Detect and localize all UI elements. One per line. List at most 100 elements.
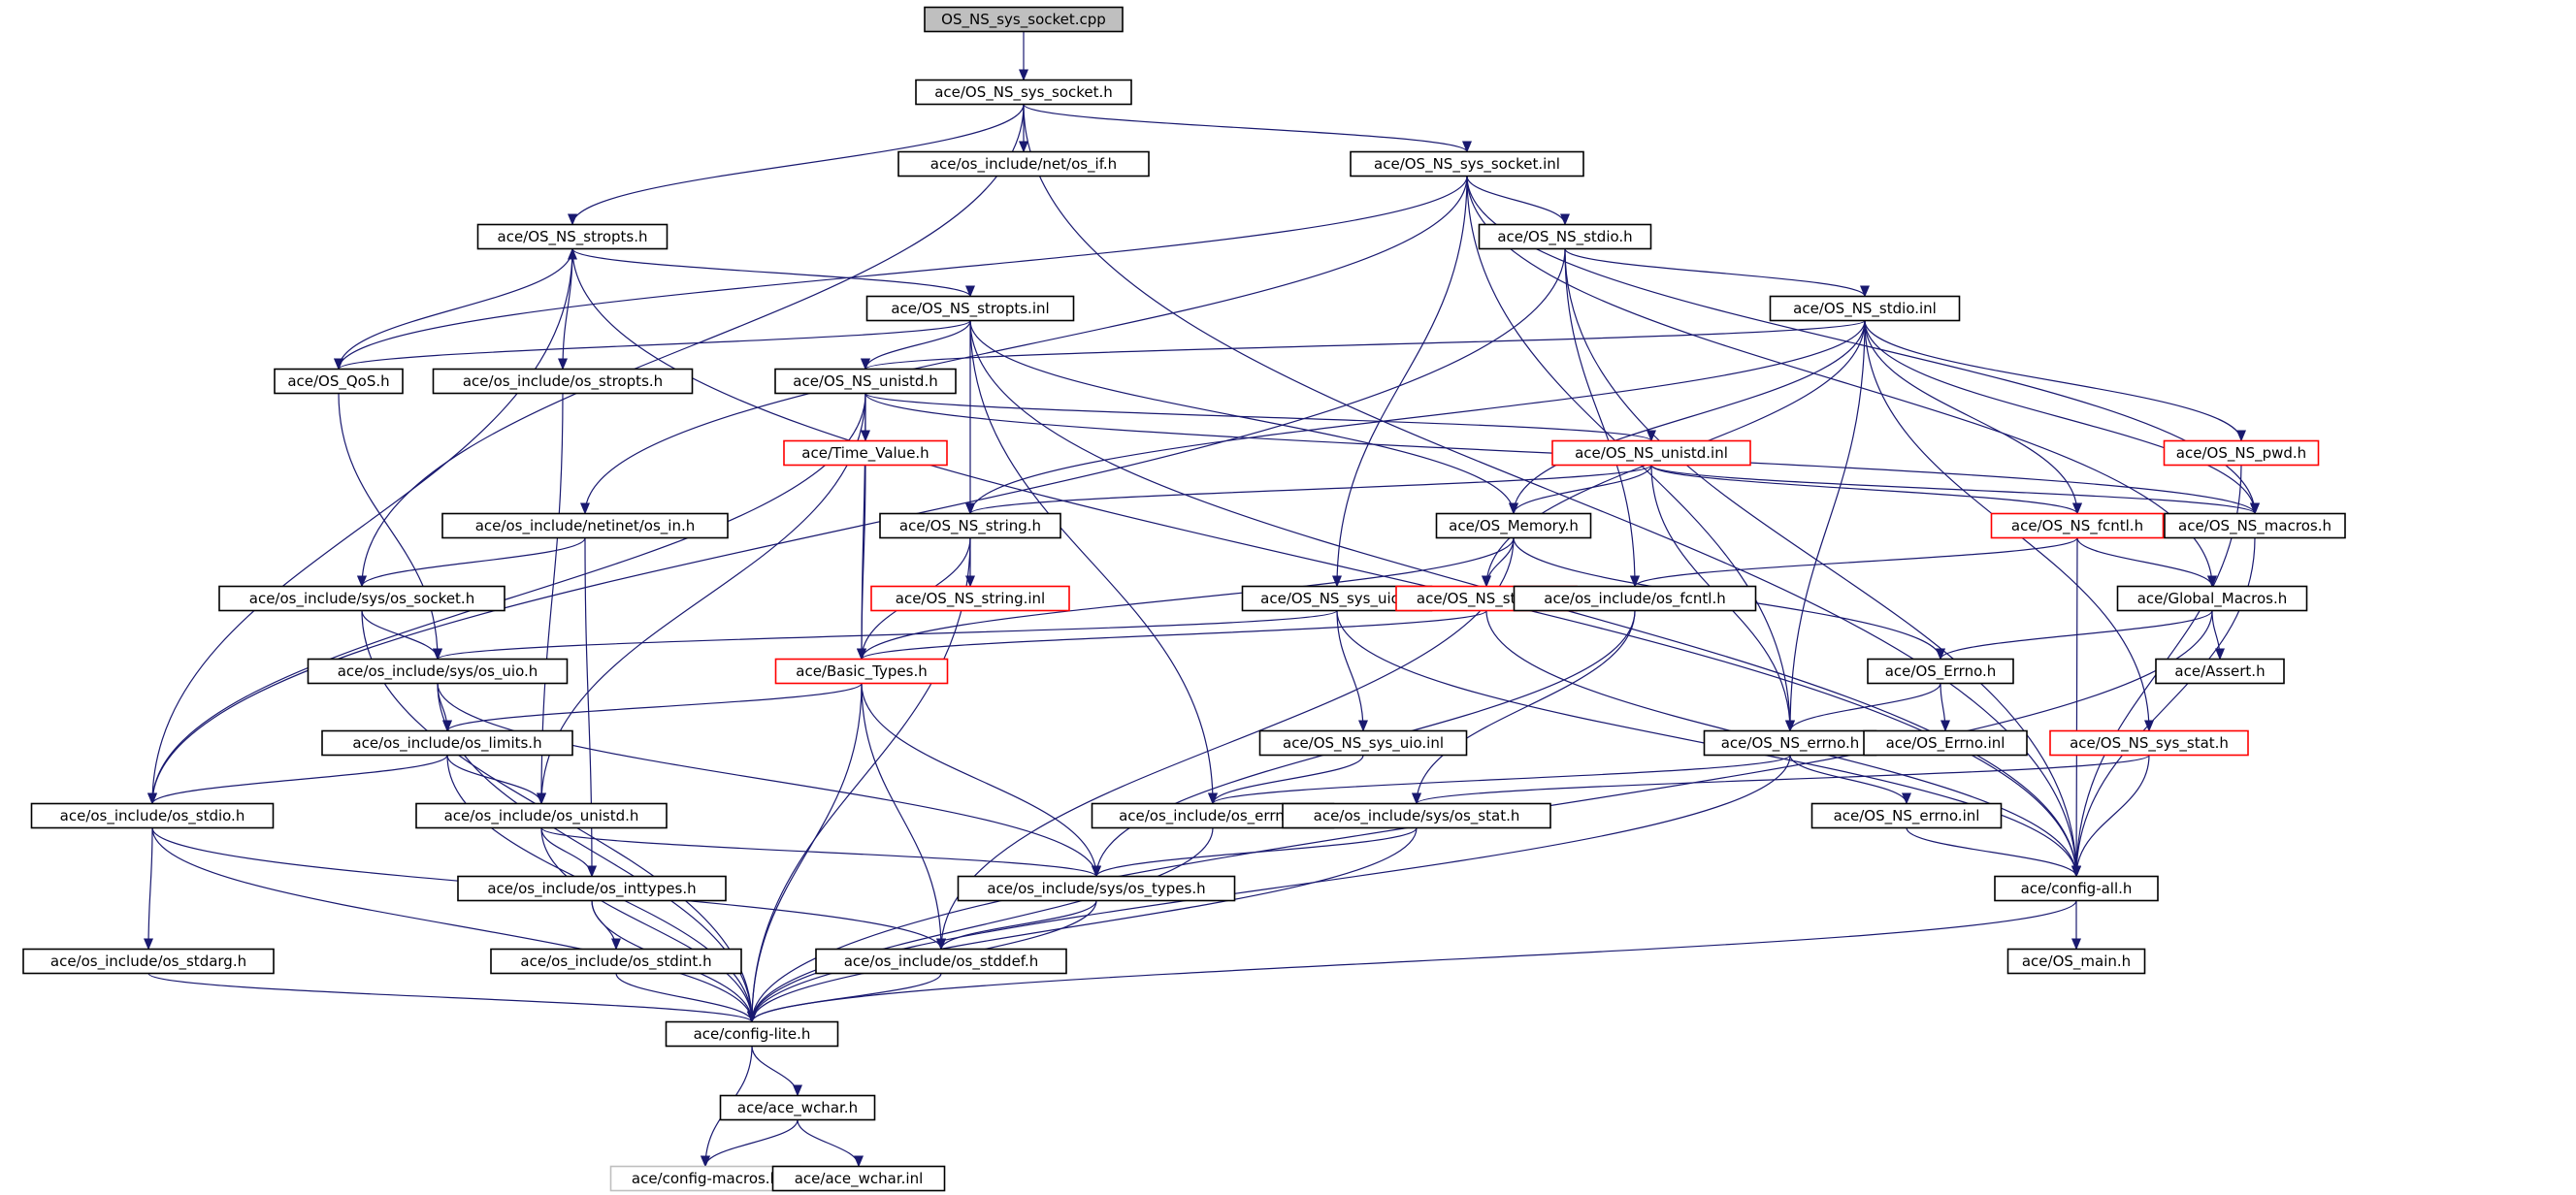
node-ace-os-ns-errno-h[interactable]: ace/OS_NS_errno.h [1703,729,1877,757]
node-ace-os-include-sys-os-types-h[interactable]: ace/os_include/sys/os_types.h [957,875,1236,902]
node-box [870,585,1070,612]
edge-n7-n16 [1509,320,1866,515]
node-ace-assert-h[interactable]: ace/Assert.h [2155,658,2285,685]
node-ace-basic-types-h[interactable]: ace/Basic_Types.h [774,658,949,685]
node-ace-os-include-sys-os-socket-h[interactable]: ace/os_include/sys/os_socket.h [218,585,505,612]
node-ace-os-ns-fcntl-h[interactable]: ace/OS_NS_fcntl.h [1990,512,2165,539]
node-label: ace/OS_NS_macros.h [2178,517,2331,535]
node-label: ace/OS_NS_string.inl [896,590,1045,608]
node-label: ace/ace_wchar.h [737,1099,858,1117]
node-ace-os-include-os-stdio-h[interactable]: ace/os_include/os_stdio.h [30,802,275,829]
node-ace-os-include-os-fcntl-h[interactable]: ace/os_include/os_fcntl.h [1513,585,1757,612]
node-ace-os-ns-stdio-h[interactable]: ace/OS_NS_stdio.h [1478,223,1652,250]
node-label: ace/config-all.h [2021,880,2133,897]
edge-n36-n46 [747,827,1214,1023]
node-ace-config-all-h[interactable]: ace/config-all.h [1994,875,2159,902]
edge-n8-n25 [338,393,442,661]
node-ace-global-macros-h[interactable]: ace/Global_Macros.h [2116,585,2308,612]
node-ace-os-include-os-limits-h[interactable]: ace/os_include/os_limits.h [321,729,573,757]
edge-n1-n4 [568,104,1025,226]
node-ace-ace-wchar-h[interactable]: ace/ace_wchar.h [719,1094,876,1121]
node-ace-time-value-h[interactable]: ace/Time_Value.h [783,439,948,467]
node-label: ace/os_include/os_stropts.h [463,372,663,391]
edge-n7-n31 [1785,320,1866,732]
node-ace-os-ns-pwd-h[interactable]: ace/OS_NS_pwd.h [2163,439,2320,467]
edge-n29-n34 [147,755,448,805]
edge-n16-n22 [1482,537,1515,588]
node-label: ace/OS_NS_fcntl.h [2011,517,2143,535]
node-ace-os-ns-macros-h[interactable]: ace/OS_NS_macros.h [2164,512,2346,539]
node-box [1994,875,2159,902]
edge-n3-n21 [1332,176,1468,588]
node-os-ns-sys-socket-cpp[interactable]: OS_NS_sys_socket.cpp [924,6,1124,33]
edge-n17-n41 [2071,537,2082,878]
node-ace-os-include-os-stdarg-h[interactable]: ace/os_include/os_stdarg.h [22,948,275,975]
edge-n25-n40 [437,683,1101,878]
node-ace-os-include-os-stropts-h[interactable]: ace/os_include/os_stropts.h [432,368,694,395]
edge-n4-n34 [147,248,573,805]
node-label: ace/os_include/sys/os_socket.h [249,590,474,608]
node-ace-os-errno-inl[interactable]: ace/OS_Errno.inl [1863,729,2028,757]
node-ace-os-ns-sys-socket-h[interactable]: ace/OS_NS_sys_socket.h [915,79,1132,106]
node-label: ace/os_include/os_fcntl.h [1544,590,1725,608]
node-ace-os-errno-h[interactable]: ace/OS_Errno.h [1867,658,2014,685]
node-label: ace/os_include/os_errno.h [1119,807,1307,825]
node-ace-os-include-sys-os-stat-h[interactable]: ace/os_include/sys/os_stat.h [1282,802,1551,829]
edge-n17-n23 [1630,536,2078,588]
node-ace-os-ns-errno-inl[interactable]: ace/OS_NS_errno.inl [1810,802,2003,829]
edge-n38-n41 [1906,827,2081,878]
node-ace-os-include-os-stdint-h[interactable]: ace/os_include/os_stdint.h [490,948,742,975]
node-ace-os-qos-h[interactable]: ace/OS_QoS.h [274,368,404,395]
node-ace-os-include-os-inttypes-h[interactable]: ace/os_include/os_inttypes.h [457,875,727,902]
node-box [2164,512,2346,539]
node-box [22,948,275,975]
edge-n7-n10 [861,319,1866,371]
node-ace-os-ns-stdio-inl[interactable]: ace/OS_NS_stdio.inl [1769,295,1961,322]
node-label: ace/OS_NS_stdio.h [1497,228,1632,246]
node-ace-os-ns-stropts-h[interactable]: ace/OS_NS_stropts.h [476,223,668,250]
edge-n24-n28 [2211,610,2225,661]
node-ace-os-memory-h[interactable]: ace/OS_Memory.h [1435,512,1592,539]
node-ace-os-include-netinet-os-in-h[interactable]: ace/os_include/netinet/os_in.h [441,512,729,539]
node-ace-config-macros-h[interactable]: ace/config-macros.h [609,1165,801,1192]
edge-n27-n31 [1785,683,1941,732]
node-label: ace/OS_Errno.inl [1886,734,2005,753]
edge-n1-n41 [1023,104,2081,878]
edge-n19-n25 [361,610,442,661]
node-box [441,512,729,539]
node-ace-os-include-os-stddef-h[interactable]: ace/os_include/os_stddef.h [815,948,1067,975]
node-ace-os-include-net-os-if-h[interactable]: ace/os_include/net/os_if.h [897,150,1150,178]
node-box [879,512,1061,539]
node-ace-config-lite-h[interactable]: ace/config-lite.h [665,1020,839,1048]
node-label: ace/os_include/os_stddef.h [844,953,1039,971]
node-box [321,729,573,757]
node-box [476,223,668,250]
node-ace-os-ns-unistd-inl[interactable]: ace/OS_NS_unistd.inl [1551,439,1751,467]
node-box [1435,512,1592,539]
node-label: ace/OS_NS_errno.inl [1834,807,1980,825]
node-ace-os-main-h[interactable]: ace/OS_main.h [2006,948,2146,975]
edge-n37-n40 [1092,827,1418,878]
node-ace-os-ns-sys-stat-h[interactable]: ace/OS_NS_sys_stat.h [2049,729,2249,757]
node-ace-os-ns-string-inl[interactable]: ace/OS_NS_string.inl [870,585,1070,612]
node-ace-os-include-sys-os-uio-h[interactable]: ace/os_include/sys/os_uio.h [307,658,569,685]
node-ace-os-ns-sys-socket-inl[interactable]: ace/OS_NS_sys_socket.inl [1350,150,1584,178]
node-label: ace/os_include/netinet/os_in.h [475,517,696,535]
node-box [2116,585,2308,612]
edge-n33-n41 [2071,755,2150,878]
edge-n6-n10 [861,320,971,371]
node-ace-os-ns-string-h[interactable]: ace/OS_NS_string.h [879,512,1061,539]
node-label: ace/OS_NS_sys_uio.h [1260,590,1414,608]
edge-n23-n37 [1412,610,1636,805]
node-ace-os-ns-stropts-inl[interactable]: ace/OS_NS_stropts.inl [865,295,1075,322]
node-ace-os-ns-unistd-h[interactable]: ace/OS_NS_unistd.h [774,368,957,395]
node-box [1282,802,1551,829]
node-box [307,658,569,685]
node-ace-os-ns-sys-uio-inl[interactable]: ace/OS_NS_sys_uio.inl [1258,729,1468,757]
edge-n33-n37 [1412,754,2150,805]
node-ace-os-include-os-unistd-h[interactable]: ace/os_include/os_unistd.h [415,802,668,829]
node-label: ace/Assert.h [2174,662,2265,680]
node-ace-ace-wchar-inl[interactable]: ace/ace_wchar.inl [771,1165,946,1192]
node-box [457,875,727,902]
